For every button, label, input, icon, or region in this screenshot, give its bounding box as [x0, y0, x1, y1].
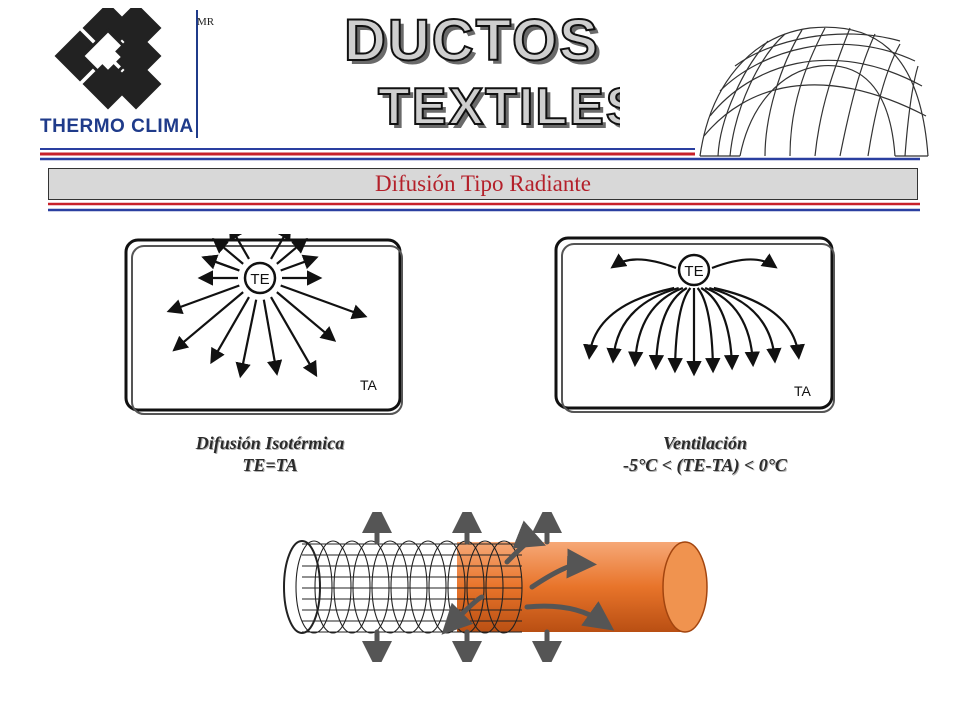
title-line-2: TEXTILES [378, 78, 620, 136]
thermo-clima-logo-icon [54, 8, 162, 110]
te-label: TE [250, 271, 269, 288]
title-line-1: DUCTOS [344, 8, 600, 73]
diffusion-arrow [172, 291, 244, 352]
airflow-arrow [504, 520, 546, 565]
caption-title: Difusión Isotérmica [195, 433, 345, 453]
diffusion-arrow [262, 299, 283, 376]
svg-text:DUCTOS: DUCTOS [348, 12, 604, 77]
ta-label: TA [794, 383, 812, 399]
page-title: DUCTOS DUCTOS TEXTILES TEXTILES [343, 7, 620, 136]
diffusion-arrow [276, 237, 308, 265]
registered-mark: MR [197, 16, 215, 28]
diffusion-arrow [228, 234, 250, 260]
textile-duct-illustration [283, 512, 708, 662]
ta-label: TA [360, 377, 378, 393]
te-label: TE [684, 263, 703, 280]
textile-duct-dome-icon [699, 26, 929, 157]
logo-divider [196, 10, 198, 138]
diffusion-arrow [235, 299, 258, 379]
diffusion-arrow [276, 291, 337, 342]
diffusion-arrow [201, 254, 240, 272]
diffusion-arrow [212, 237, 244, 265]
ventilation-arrow [583, 286, 675, 360]
caption-title: Ventilación [662, 433, 747, 453]
ventilation-caption: Ventilación -5°C < (TE-TA) < 0°C [555, 432, 855, 476]
header-rule [40, 148, 920, 161]
airflow-arrow [529, 548, 597, 590]
ventilation-arrow [667, 287, 692, 374]
diffusion-arrow [166, 284, 240, 314]
te-circle [677, 253, 711, 287]
ventilation-arrow [628, 286, 684, 368]
diffusion-arrow [270, 296, 318, 378]
diffusion-arrow [280, 284, 368, 320]
ventilation-arrow [648, 287, 688, 371]
ventilation-arrow [709, 286, 782, 364]
ventilation-arrow [606, 286, 679, 364]
ventilation-arrow [696, 287, 721, 374]
te-circle [243, 261, 277, 295]
svg-text:TEXTILES: TEXTILES [382, 82, 620, 136]
diffusion-arrow [270, 234, 292, 260]
ventilation-arrow [704, 286, 760, 368]
caption-formula: -5°C < (TE-TA) < 0°C [623, 455, 787, 475]
subtitle-rule [48, 202, 920, 212]
isothermal-caption: Difusión Isotérmica TE=TA [120, 432, 420, 476]
subtitle-bar: Difusión Tipo Radiante [48, 168, 918, 200]
isothermal-diffusion-diagram: TE TA [124, 234, 403, 415]
diffusion-arrow [280, 254, 319, 272]
ventilation-arrow [711, 253, 778, 270]
airflow-arrow [524, 601, 615, 631]
ventilation-arrow [610, 253, 677, 270]
ventilation-arrow [700, 287, 740, 371]
caption-formula: TE=TA [242, 455, 298, 475]
ventilation-arrow [713, 286, 805, 360]
brand-name: THERMO CLIMA [40, 116, 194, 137]
ventilation-diagram: TE TA [554, 236, 835, 413]
airflow-arrow [441, 594, 485, 635]
diffusion-arrow [210, 296, 250, 365]
